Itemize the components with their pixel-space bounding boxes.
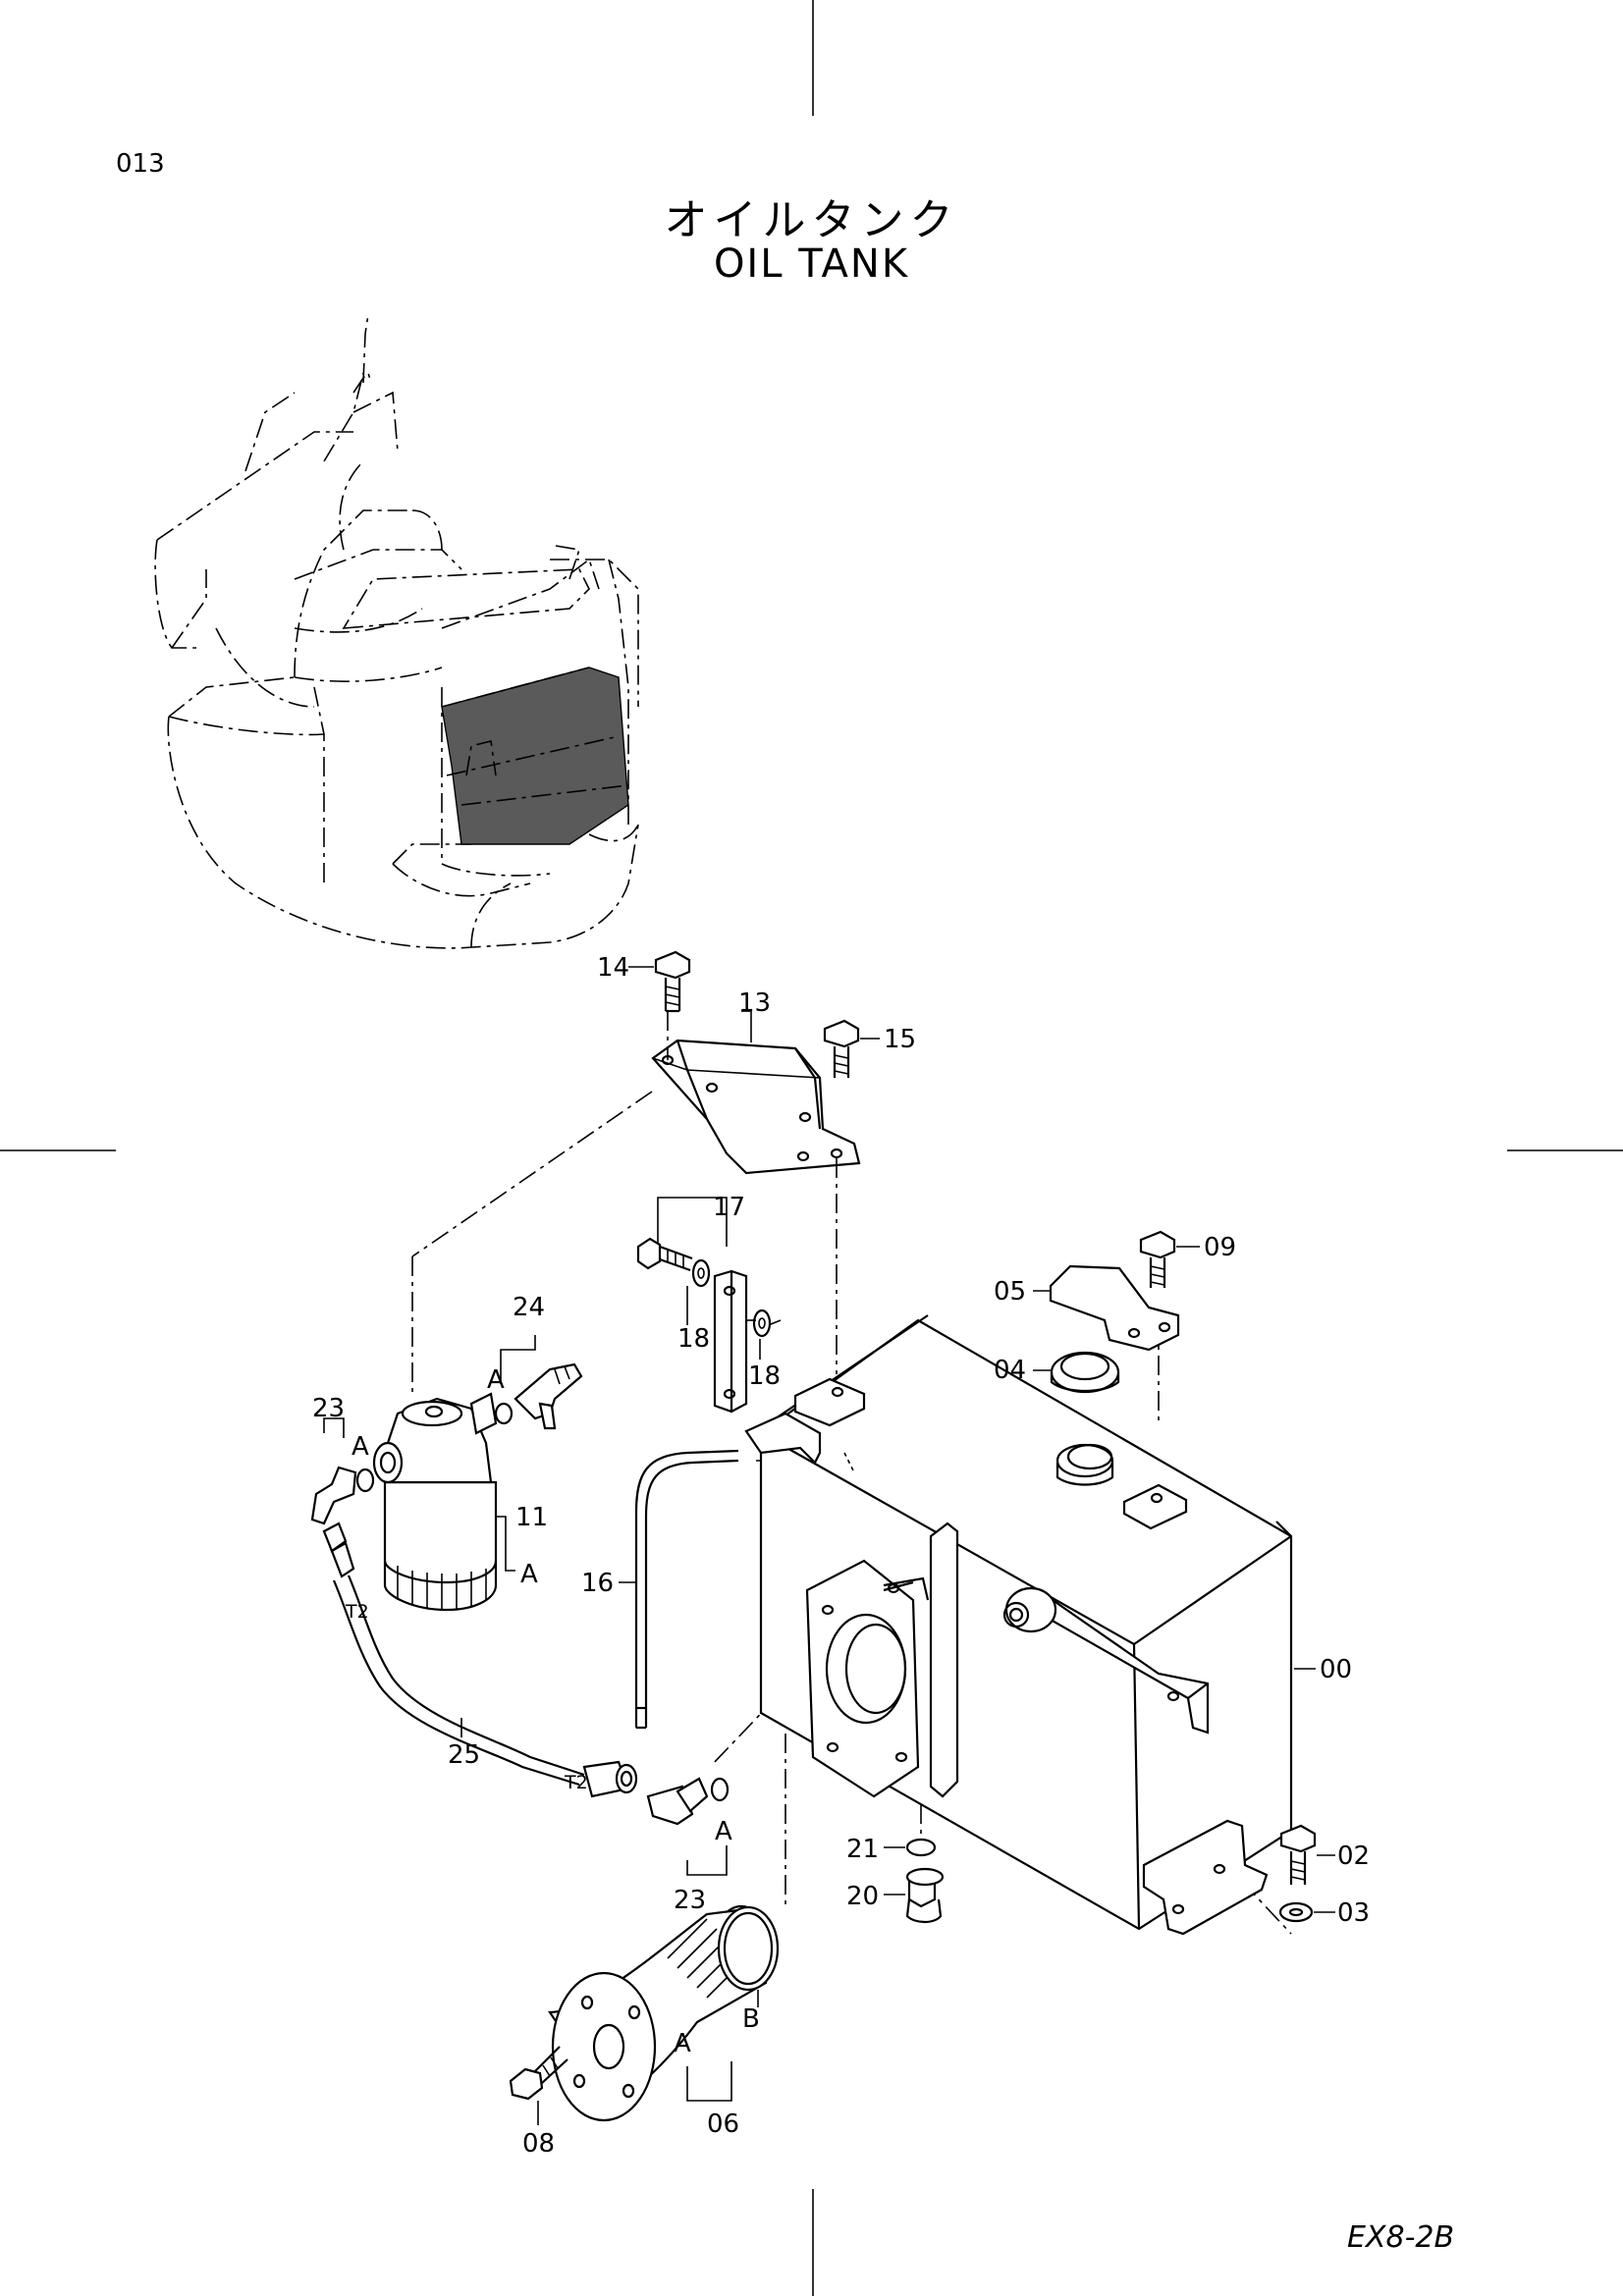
callout-00: 00 (1320, 1655, 1352, 1684)
callout-25: 25 (448, 1740, 480, 1770)
callout-15: 15 (884, 1025, 916, 1054)
page-title-english: OIL TANK (713, 241, 910, 287)
cap-04 (1033, 1351, 1120, 1394)
filter-11 (372, 1392, 515, 1612)
callout-11: 11 (515, 1503, 548, 1532)
marker-a-23b: A (715, 1817, 732, 1846)
marker-a-06: A (674, 2029, 691, 2058)
bolt-15 (823, 1019, 880, 1078)
fitting-24 (494, 1335, 583, 1430)
callout-20: 20 (846, 1882, 879, 1911)
callout-labels: 14 13 15 17 09 05 24 18 18 04 23 11 16 0… (312, 953, 1370, 2159)
bolt-assembly-17 (636, 1197, 772, 1414)
bolt-02 (1279, 1824, 1335, 1885)
elbow-23-lower (646, 1777, 730, 1876)
callout-08: 08 (522, 2129, 555, 2159)
drain-plug-20 (884, 1867, 945, 1924)
callout-06: 06 (707, 2109, 739, 2139)
machine-overview (154, 313, 639, 949)
bolt-14 (628, 950, 691, 1013)
model-code: EX8-2B (1347, 2220, 1455, 2255)
callout-02: 02 (1337, 1842, 1370, 1871)
page-number: 013 (116, 149, 165, 179)
bracket-13 (651, 1010, 861, 1175)
callout-21: 21 (846, 1835, 879, 1864)
page-title-japanese: オイルタンク (664, 195, 959, 245)
callout-04: 04 (994, 1356, 1026, 1385)
washer-03 (1278, 1901, 1335, 1923)
marker-a-24: A (487, 1365, 505, 1395)
callout-23b: 23 (674, 1886, 706, 1915)
marker-a-23: A (352, 1432, 369, 1462)
gasket (717, 1905, 780, 2007)
callout-13: 13 (738, 988, 771, 1018)
callout-09: 09 (1204, 1233, 1236, 1262)
hose-25 (332, 1575, 638, 1798)
bolt-08 (509, 2046, 568, 2125)
callout-18b: 18 (748, 1362, 781, 1391)
bolt-09 (1139, 1230, 1200, 1288)
marker-b-06: B (742, 2004, 760, 2034)
marker-t2-lower: T2 (564, 1772, 588, 1793)
o-ring-21 (884, 1838, 937, 1857)
callout-24: 24 (513, 1293, 545, 1322)
connection-markers: A A A A A B T2 T2 (345, 1365, 760, 2058)
callout-03: 03 (1337, 1898, 1370, 1928)
marker-a-11: A (520, 1560, 538, 1589)
marker-t2-upper: T2 (345, 1601, 369, 1623)
oil-tank-00 (744, 1314, 1316, 1936)
callout-14: 14 (597, 953, 629, 983)
callout-23a: 23 (312, 1394, 345, 1423)
pipe-16 (619, 1449, 739, 1730)
callout-05: 05 (994, 1277, 1026, 1307)
callout-18a: 18 (677, 1324, 710, 1354)
callout-17: 17 (713, 1193, 745, 1222)
callout-16: 16 (581, 1569, 614, 1598)
cover-05 (1033, 1264, 1180, 1352)
elbow-23-upper (310, 1417, 375, 1578)
